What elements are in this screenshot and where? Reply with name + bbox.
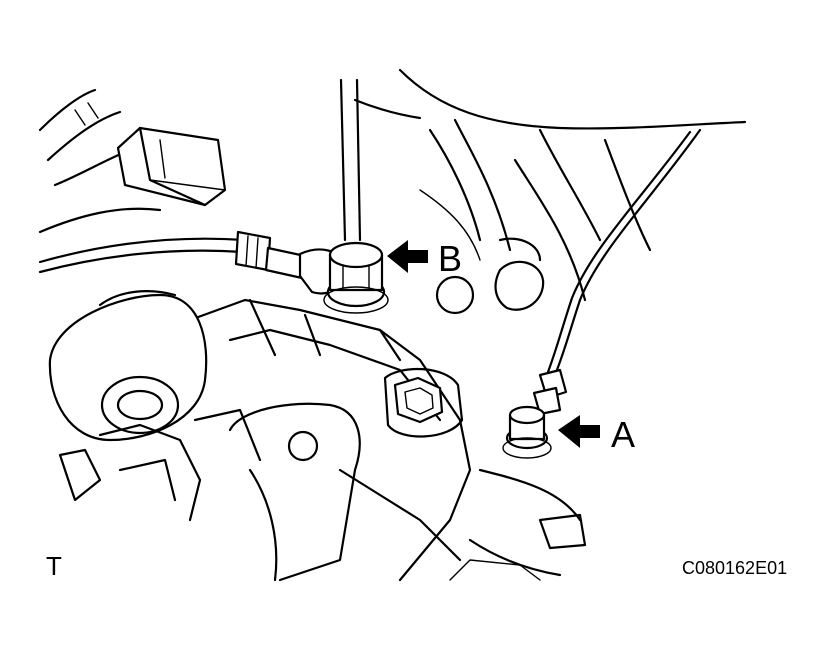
tool-extension: [339, 78, 362, 242]
callout-label-b: B: [438, 238, 462, 279]
mounting-arm: [228, 402, 462, 582]
callout-arrow-b: [387, 240, 428, 273]
bolt-b: [323, 241, 389, 314]
electrical-connector: [116, 126, 227, 207]
callout-label-a: A: [611, 414, 635, 455]
figure-code: C080162E01: [682, 558, 787, 578]
lower-right-housing: [449, 468, 587, 581]
engine-housing: [353, 68, 747, 302]
lower-bracket: [58, 408, 262, 522]
bolt-a: [502, 405, 552, 459]
callout-arrow-a: [558, 415, 600, 448]
upper-left-hose: [38, 88, 162, 234]
corner-mark: T: [46, 551, 62, 581]
ground-wire-b: [38, 230, 347, 295]
hex-bolt: [383, 367, 464, 438]
engine-mount-bushing: [48, 290, 208, 442]
ground-wire-a: [532, 128, 702, 416]
